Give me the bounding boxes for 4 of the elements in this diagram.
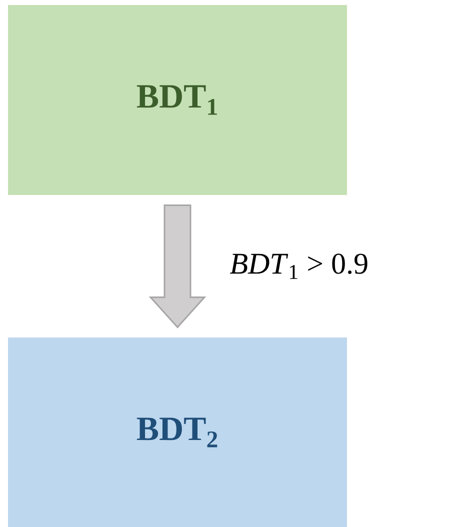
process-box: BDT$_{2}$ bbox=[8, 338, 347, 527]
block-arrow bbox=[148, 204, 206, 328]
edge-label: BDT$_{1}$ > 0.9 bbox=[230, 254, 368, 279]
process-box: BDT$_{1}$ bbox=[8, 5, 347, 195]
